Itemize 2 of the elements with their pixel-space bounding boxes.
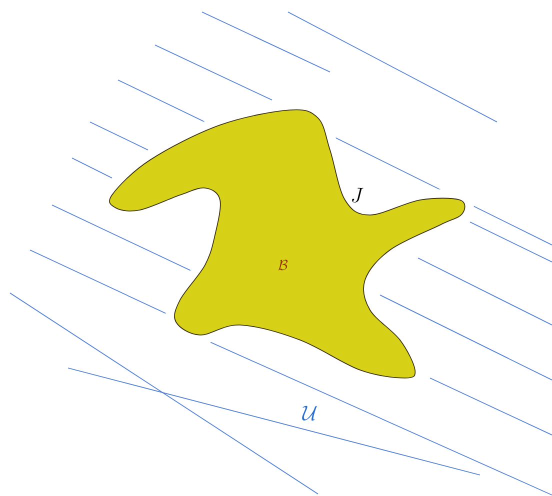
math-label: $J$	[352, 188, 364, 203]
math-label: $\mathcal{U}$	[302, 406, 317, 421]
